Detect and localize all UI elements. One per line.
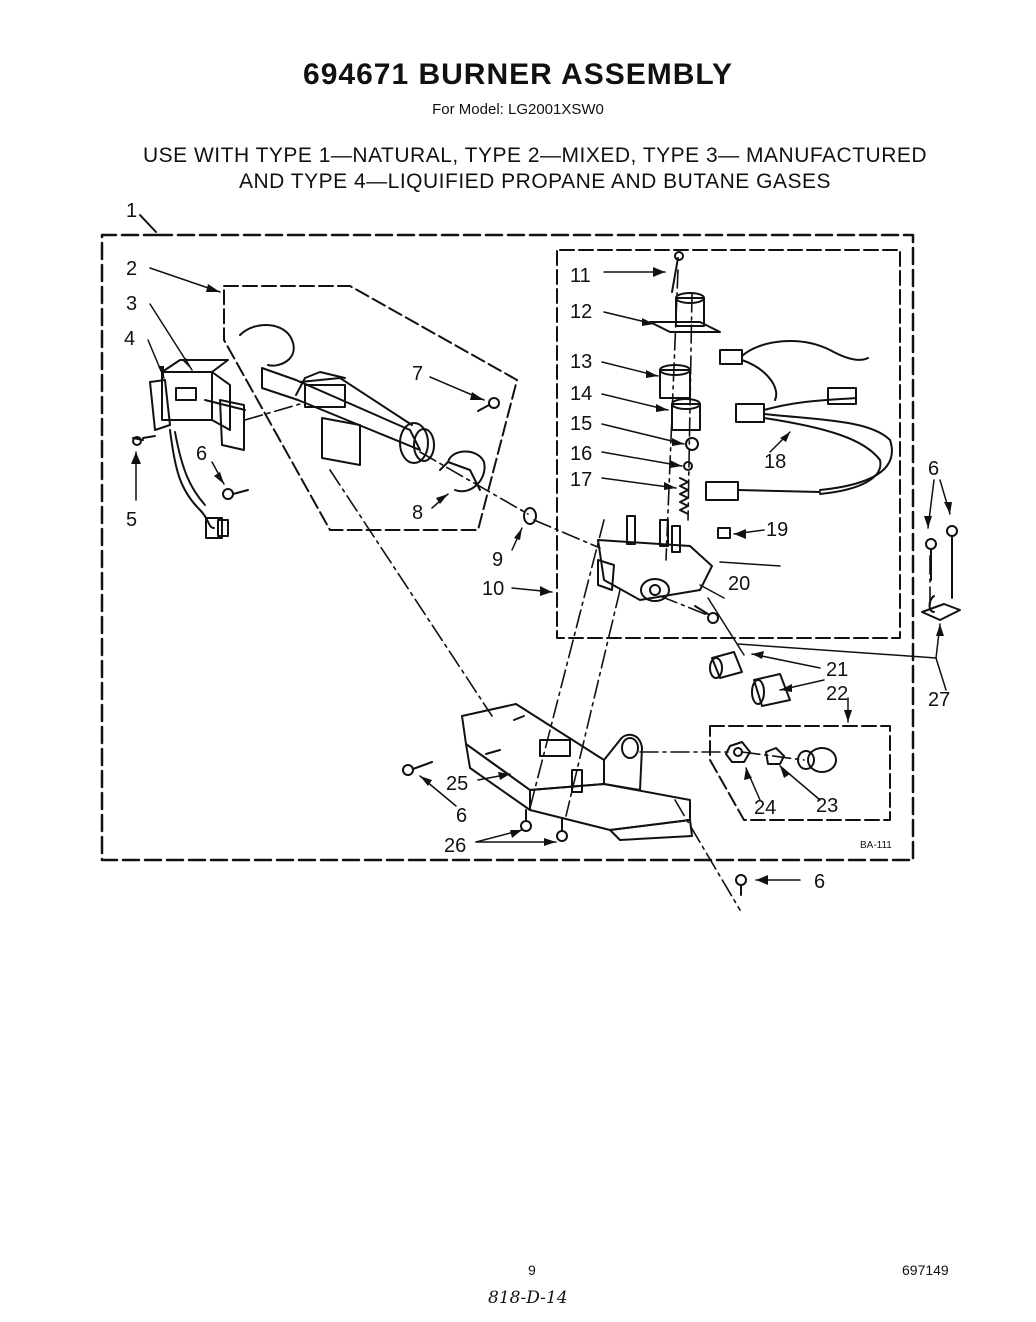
callout-8: 8: [412, 502, 423, 524]
page-title: 694671 BURNER ASSEMBLY: [303, 58, 733, 91]
callout-2: 2: [126, 258, 137, 280]
callout-24: 24: [754, 797, 776, 819]
callout-6-bottom: 6: [814, 871, 825, 893]
valve-group-border: [556, 249, 901, 639]
leader-1: [139, 214, 157, 233]
callout-3: 3: [126, 293, 137, 315]
usage-note-line-2: AND TYPE 4—LIQUIFIED PROPANE AND BUTANE …: [239, 170, 831, 193]
callout-9: 9: [492, 549, 503, 571]
bracket-27: [921, 525, 961, 621]
burner-tube: [239, 323, 435, 466]
callout-10: 10: [482, 578, 504, 600]
callout-25: 25: [446, 773, 468, 795]
valve-components: [523, 251, 731, 624]
orifice-group-outline: [709, 725, 891, 821]
arrowheads: [131, 267, 952, 885]
handwritten-note: 818-D-14: [488, 1288, 568, 1308]
callout-18: 18: [764, 451, 786, 473]
callout-27: 27: [928, 689, 950, 711]
diagram-code: BA-111: [860, 840, 892, 851]
callout-17: 17: [570, 469, 592, 491]
igniter-bracket: [132, 359, 249, 539]
callout-6: 6: [196, 443, 207, 465]
callout-12: 12: [570, 301, 592, 323]
document-number: 697149: [902, 1262, 949, 1278]
callout-16: 16: [570, 443, 592, 465]
usage-note-line-1: USE WITH TYPE 1—NATURAL, TYPE 2—MIXED, T…: [142, 144, 928, 167]
model-subtitle: For Model: LG2001XSW0: [432, 101, 604, 118]
callout-4: 4: [124, 328, 135, 350]
callout-5: 5: [126, 509, 137, 531]
callout-6-right: 6: [928, 458, 939, 480]
callout-22: 22: [826, 683, 848, 705]
mounting-bracket: [461, 703, 693, 841]
callout-20: 20: [728, 573, 750, 595]
callout-labels: 1 2 3 4 5 6 7 8 9 10 11 12 13 14 15 16 1…: [124, 200, 950, 893]
screws: [402, 761, 747, 896]
callout-19: 19: [766, 519, 788, 541]
callout-7: 7: [412, 363, 423, 385]
callout-26: 26: [444, 835, 466, 857]
callout-23: 23: [816, 795, 838, 817]
page-number: 9: [528, 1262, 536, 1278]
orifice-hardware: [709, 651, 837, 773]
callout-21: 21: [826, 659, 848, 681]
callout-13: 13: [570, 351, 592, 373]
screw-7: [477, 397, 500, 412]
burner-group-outline: [223, 285, 518, 531]
assembly-centerlines: [244, 269, 953, 911]
callout-6-lower-left: 6: [456, 805, 467, 827]
assembly-border: [100, 233, 915, 862]
callout-15: 15: [570, 413, 592, 435]
wiring-harness: [705, 340, 893, 501]
burner-clip: [439, 450, 486, 493]
callout-11: 11: [570, 265, 591, 287]
callout-1: 1: [126, 200, 137, 222]
callout-14: 14: [570, 383, 592, 405]
